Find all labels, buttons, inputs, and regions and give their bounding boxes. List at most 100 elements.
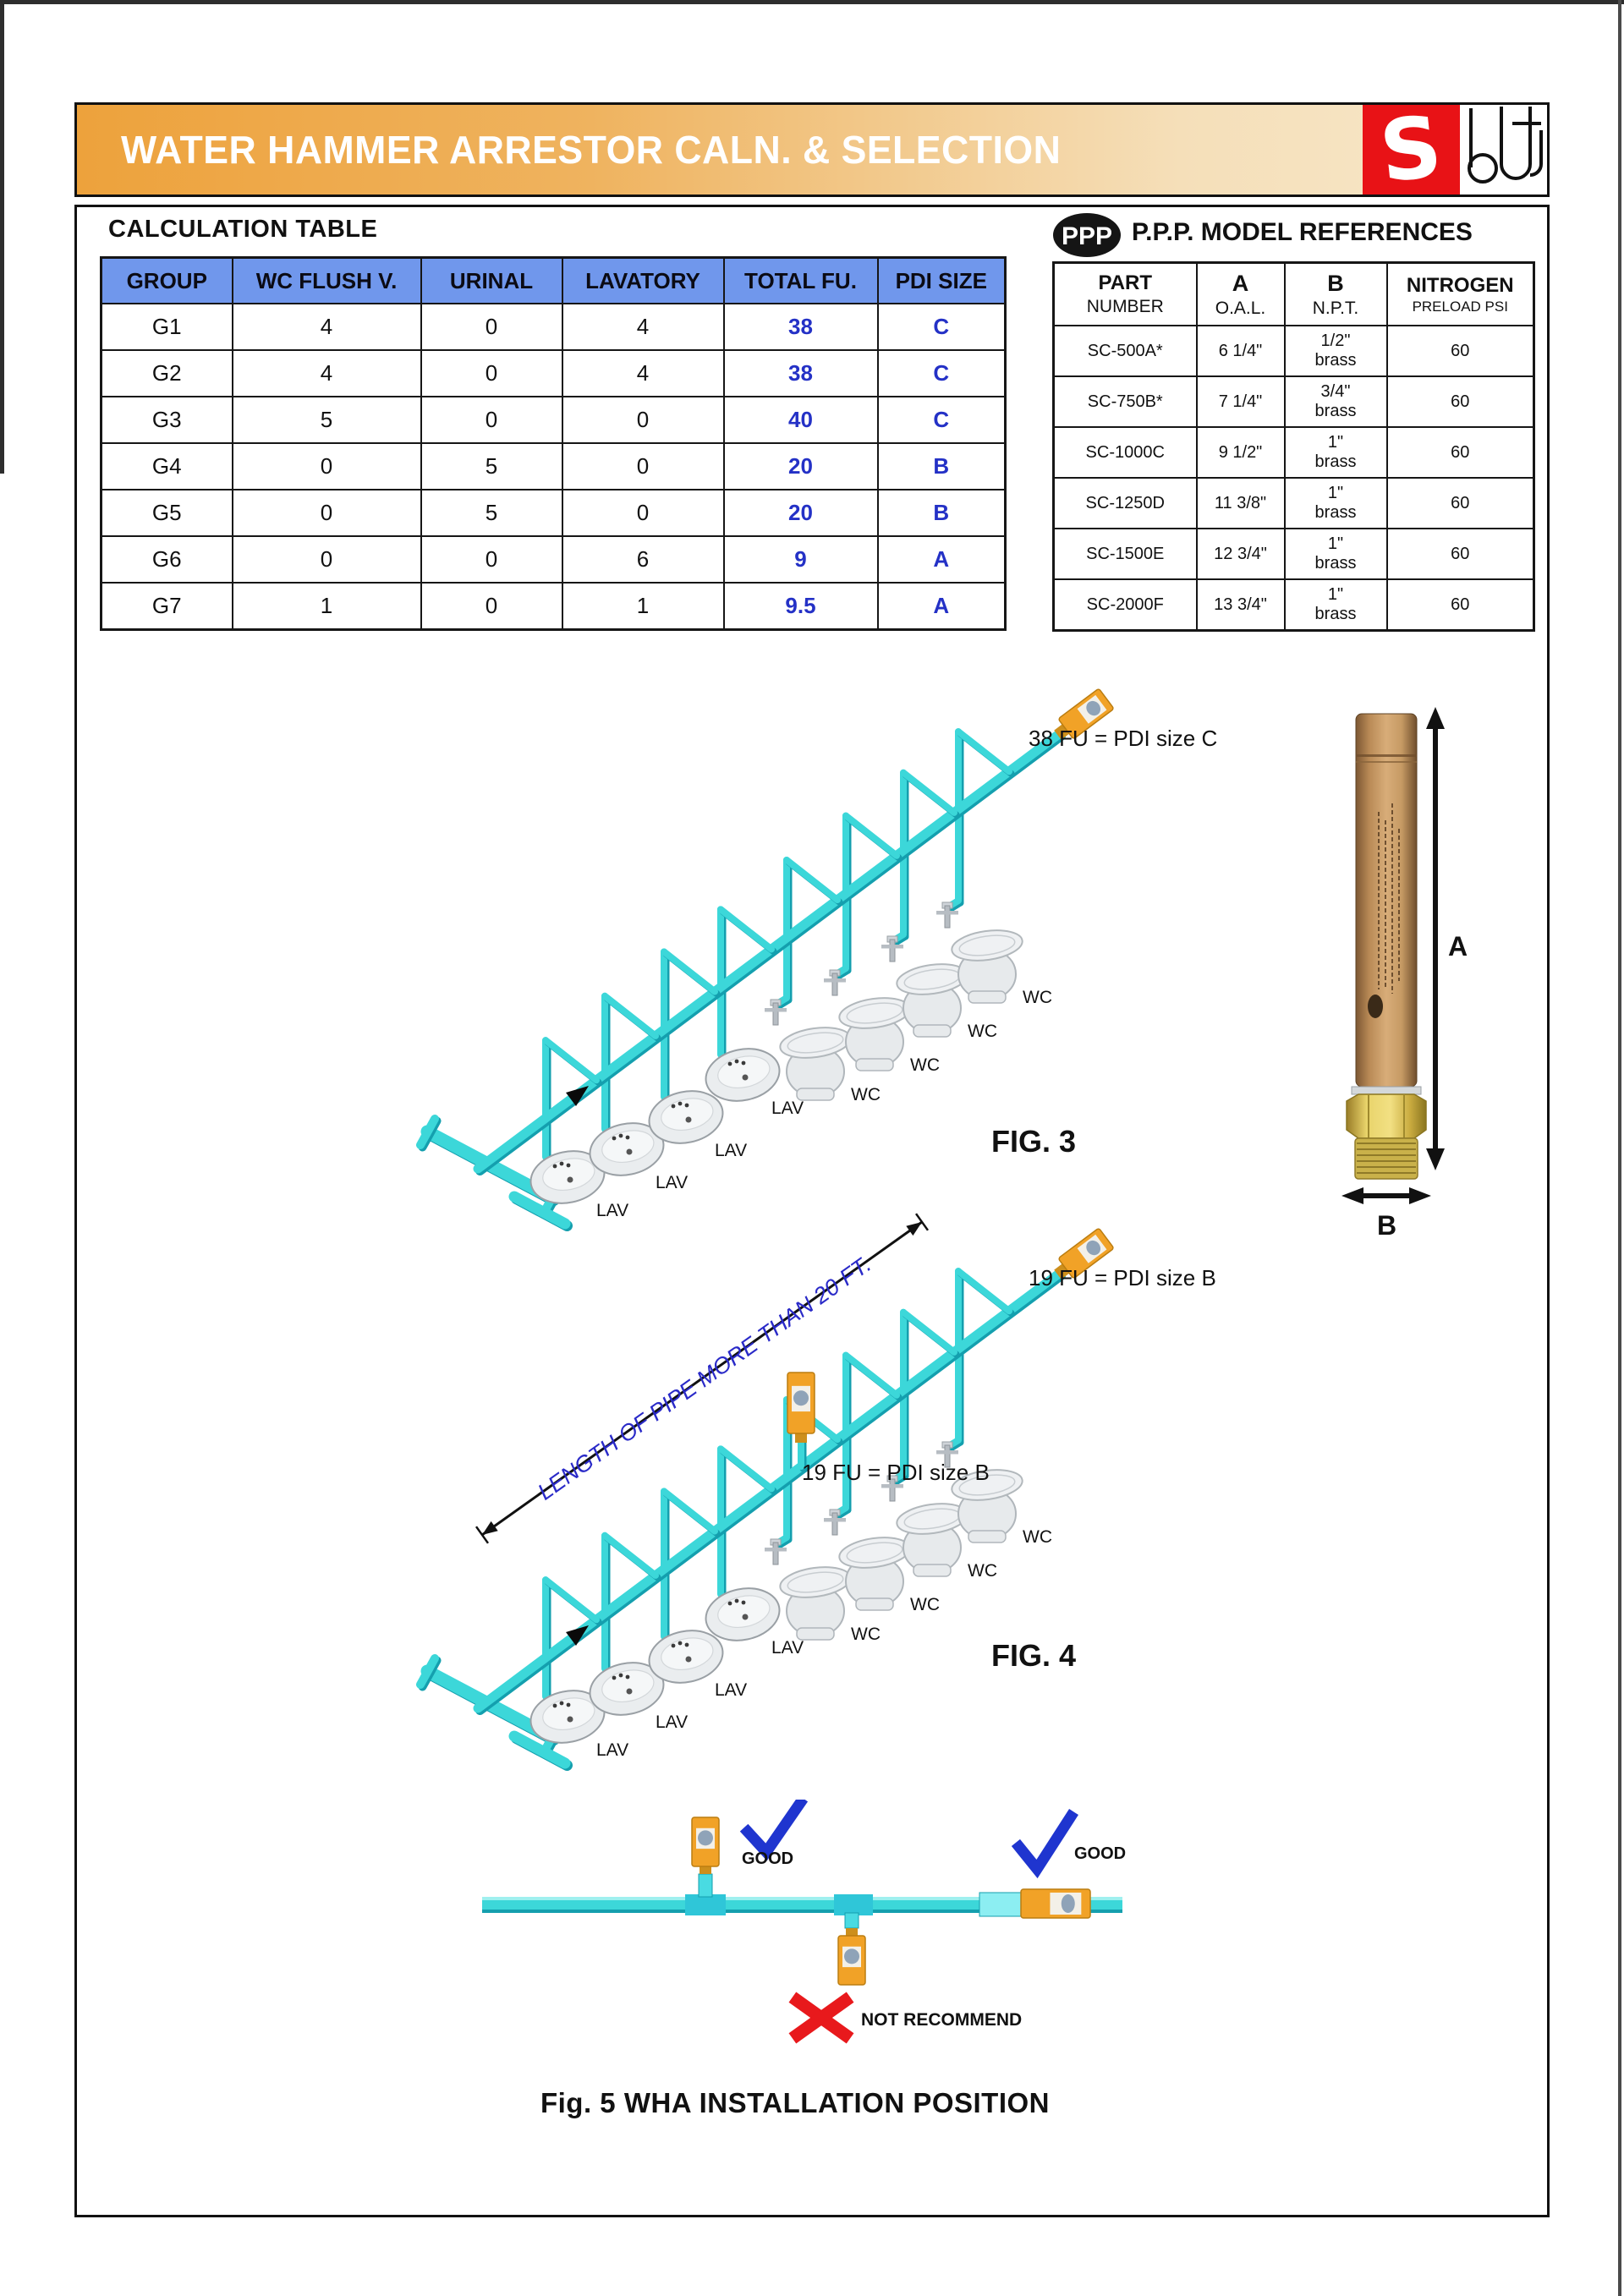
ref-cell: 13 3/4"	[1195, 578, 1286, 632]
lavatory-fixture: LAV	[705, 1587, 804, 1658]
ref-cell: SC-1000C	[1052, 426, 1198, 479]
flow-arrow-icon	[566, 1625, 589, 1646]
good-label-1: GOOD	[742, 1849, 793, 1868]
ref-cell: SC-750B*	[1052, 375, 1198, 428]
calc-cell: 1	[231, 582, 422, 631]
calc-header-cell: GROUP	[100, 256, 233, 304]
calc-cell: 0	[420, 349, 563, 397]
lav-label: LAV	[715, 1680, 747, 1700]
calc-cell: G1	[100, 303, 233, 351]
wc-fixture: WC	[881, 1471, 997, 1581]
calc-cell: G5	[100, 489, 233, 537]
calc-cell: 4	[231, 349, 422, 397]
wc-fixture: WC	[881, 931, 997, 1041]
lav-label: LAV	[656, 1712, 688, 1732]
calc-cell: 1	[561, 582, 725, 631]
calc-cell: G3	[100, 396, 233, 444]
s-letter: S	[1375, 96, 1447, 202]
lav-label: LAV	[656, 1173, 688, 1192]
figure-caption: FIG. 4	[991, 1638, 1076, 1673]
fu-size-label-mid: 19 FU = PDI size B	[802, 1460, 990, 1485]
page-edge-top	[0, 0, 1624, 4]
calc-cell: 5	[231, 396, 422, 444]
check-icon-1	[739, 1800, 809, 1861]
dimension-a-arrow	[1426, 707, 1445, 1170]
ref-cell: SC-1500E	[1052, 528, 1198, 580]
lavatory-fixture: LAV	[589, 1122, 688, 1192]
water-hammer-arrestor-icon	[1054, 688, 1114, 740]
reference-table-title: P.P.P. MODEL REFERENCES	[1132, 218, 1473, 246]
calculation-table-title: CALCULATION TABLE	[108, 216, 378, 243]
wc-fixture: WC	[765, 1534, 881, 1644]
lav-label: LAV	[596, 1201, 628, 1220]
ref-cell: 1"brass	[1283, 477, 1388, 529]
wc-label: WC	[910, 1055, 940, 1075]
ref-cell: 60	[1385, 477, 1535, 529]
calc-cell: 0	[231, 442, 422, 490]
flow-arrow-icon	[566, 1086, 589, 1106]
dimension-b-arrow	[1341, 1187, 1431, 1204]
calc-header-cell: TOTAL FU.	[722, 256, 879, 304]
lavatory-fixture: LAV	[589, 1662, 688, 1732]
wc-label: WC	[1023, 1527, 1052, 1547]
x-icon	[788, 1992, 854, 2044]
calc-cell: 38	[722, 349, 879, 397]
calc-cell: 0	[561, 396, 725, 444]
ref-cell: 6 1/4"	[1195, 325, 1286, 377]
company-s-logo: S	[1363, 96, 1460, 202]
ref-cell: 60	[1385, 375, 1535, 428]
fu-size-label: 38 FU = PDI size C	[1029, 726, 1217, 751]
fu-size-label: 19 FU = PDI size B	[1029, 1265, 1216, 1290]
calc-cell: G6	[100, 535, 233, 584]
wc-fixture: WC	[936, 1437, 1052, 1547]
calc-header-cell: LAVATORY	[561, 256, 725, 304]
calc-cell: 20	[722, 442, 879, 490]
wc-fixture: WC	[936, 897, 1052, 1007]
wc-label: WC	[968, 1022, 997, 1041]
calc-cell: 5	[420, 442, 563, 490]
page-edge-right	[1618, 0, 1621, 2296]
calc-cell: G2	[100, 349, 233, 397]
wc-label: WC	[1023, 988, 1052, 1007]
lavatory-fixture: LAV	[529, 1690, 628, 1760]
ref-cell: SC-1250D	[1052, 477, 1198, 529]
arrestor-product-image: AB	[1341, 707, 1468, 1241]
calc-cell: 0	[231, 535, 422, 584]
arrestor-down-bad	[837, 1912, 866, 1986]
dim-b-label: B	[1377, 1210, 1396, 1241]
calc-cell: 0	[561, 442, 725, 490]
calc-cell: 0	[561, 489, 725, 537]
wc-label: WC	[910, 1595, 940, 1614]
ref-cell: 12 3/4"	[1195, 528, 1286, 580]
wc-fixture: WC	[824, 1504, 940, 1614]
calc-header-cell: WC FLUSH V.	[231, 256, 422, 304]
piping-network	[416, 728, 1066, 1231]
bti-outline-icon	[1468, 107, 1543, 184]
calc-cell: 4	[561, 303, 725, 351]
ref-cell: 1"brass	[1283, 528, 1388, 580]
wc-label: WC	[851, 1085, 881, 1104]
lav-label: LAV	[771, 1099, 804, 1118]
calc-cell: A	[876, 582, 1007, 631]
lav-label: LAV	[596, 1740, 628, 1760]
figure-caption: FIG. 3	[991, 1124, 1076, 1159]
calc-cell: 4	[561, 349, 725, 397]
ref-cell: 60	[1385, 325, 1535, 377]
calc-cell: 40	[722, 396, 879, 444]
check-icon-2	[1011, 1809, 1078, 1879]
ref-cell: 60	[1385, 578, 1535, 632]
ppp-oval-logo: PPP	[1053, 213, 1121, 257]
mid-water-hammer-arrestor-icon	[787, 1372, 815, 1472]
water-hammer-arrestor-icon	[1054, 1228, 1114, 1280]
